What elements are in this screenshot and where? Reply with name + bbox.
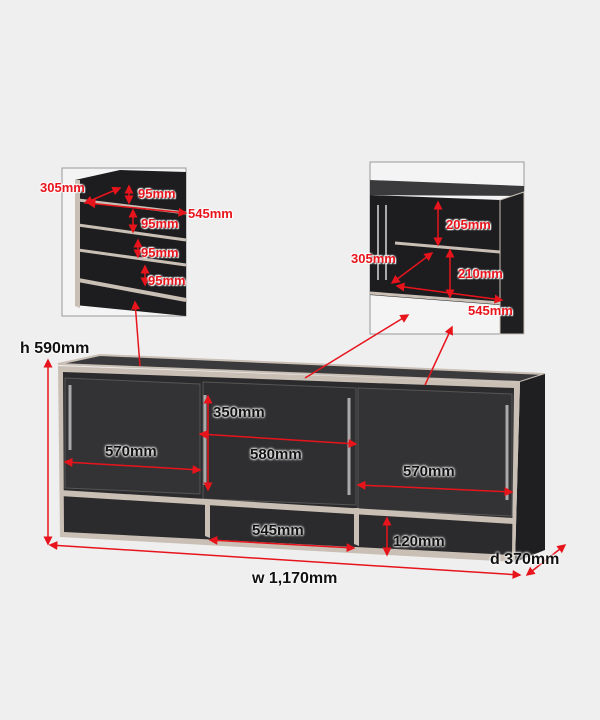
bottom-width-label: 545mm bbox=[252, 522, 304, 539]
right-inset-width: 545mm bbox=[468, 303, 513, 318]
depth-label: d 370mm bbox=[490, 551, 560, 568]
width-label: w 1,170mm bbox=[252, 570, 338, 587]
left-inset-gap-3: 95mm bbox=[141, 245, 179, 260]
left-door bbox=[64, 377, 201, 495]
right-inset-upper-height: 205mm bbox=[446, 217, 491, 232]
center-door-width-label: 580mm bbox=[250, 446, 302, 463]
right-door bbox=[357, 387, 513, 517]
bottom-height-label: 120mm bbox=[393, 533, 445, 550]
right-inset-lower-height: 210mm bbox=[458, 266, 503, 281]
height-label: h 590mm bbox=[20, 340, 90, 357]
left-inset-depth: 305mm bbox=[40, 180, 85, 195]
left-inset-gap-2: 95mm bbox=[141, 216, 179, 231]
right-inset-depth: 305mm bbox=[351, 251, 396, 266]
left-inset-width: 545mm bbox=[188, 206, 233, 221]
right-door-width-label: 570mm bbox=[403, 463, 455, 480]
left-inset-gap-4: 95mm bbox=[148, 273, 186, 288]
center-door bbox=[202, 381, 357, 506]
dimension-arrows bbox=[43, 184, 567, 580]
right-inset-image bbox=[369, 161, 525, 335]
left-door-width-label: 570mm bbox=[105, 443, 157, 460]
door-height-label: 350mm bbox=[213, 404, 265, 421]
left-inset-gap-1: 95mm bbox=[138, 186, 176, 201]
